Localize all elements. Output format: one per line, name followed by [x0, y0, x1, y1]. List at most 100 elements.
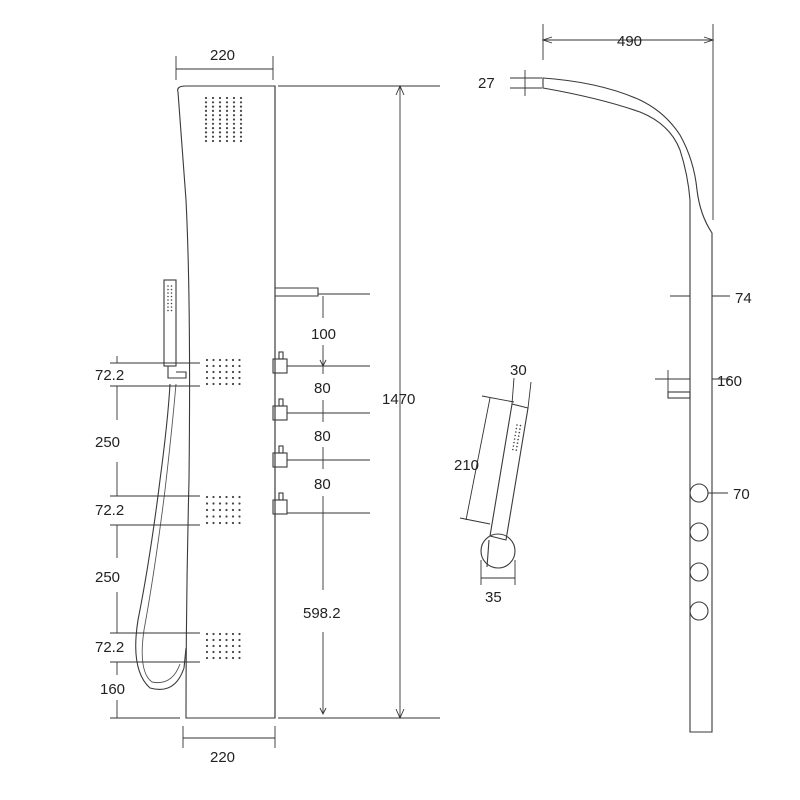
dim-top-width: 220	[175, 47, 274, 80]
hand-shower-nozzle	[167, 292, 169, 294]
body-jet-top-nozzle	[231, 358, 235, 362]
rain-head-nozzle	[218, 127, 222, 130]
rain-head-nozzle	[211, 122, 215, 125]
side-holder-bracket	[667, 391, 691, 399]
rain-head-nozzle	[204, 118, 208, 121]
rain-head-nozzle	[204, 109, 208, 112]
body-jet-bottom-nozzle	[225, 632, 228, 636]
rain-head-nozzle	[225, 101, 229, 104]
dim-controls: 100 80 80 80 598.2	[287, 293, 370, 716]
dim-holder-projection: 160	[655, 370, 742, 399]
body-jet-middle-nozzle	[218, 521, 222, 525]
rain-head-nozzle	[239, 122, 243, 125]
rain-head-nozzle	[218, 101, 222, 104]
body-jet-top-nozzle	[238, 370, 241, 374]
rain-head-nozzle	[204, 122, 208, 125]
rain-head-nozzle	[211, 96, 215, 100]
dim-handset-height-label: 210	[454, 457, 479, 474]
hand-shower-nozzle	[167, 309, 169, 312]
body-jet-top-nozzle	[212, 376, 215, 380]
handset-base-circle	[480, 533, 516, 569]
dim-handset-width-label: 30	[510, 362, 527, 379]
body-jet-top-nozzle	[225, 364, 228, 368]
body-jet-bottom-nozzle	[212, 638, 215, 642]
body-jet-bottom-nozzle	[205, 638, 209, 642]
handset-nozzle	[515, 431, 517, 433]
handset-nozzle	[514, 434, 516, 437]
body-jet-bottom-nozzle	[225, 638, 228, 642]
hand-shower-nozzle	[170, 309, 173, 312]
hand-shower-nozzle	[167, 302, 169, 305]
body-jet-bottom-nozzle	[238, 650, 241, 654]
side-panel-outline	[542, 77, 713, 733]
body-jet-bottom-nozzle	[231, 638, 235, 642]
dim-handset-width: 30	[510, 362, 532, 409]
rain-head-nozzle	[239, 105, 243, 108]
body-jet-top-nozzle	[225, 376, 228, 380]
dim-jet-diameter-label: 70	[733, 486, 750, 503]
rain-head-nozzle	[225, 114, 229, 117]
handset-nozzle	[515, 449, 518, 451]
rain-head-nozzle	[211, 135, 215, 138]
rain-head-nozzle	[218, 96, 222, 100]
rain-head-nozzle	[239, 101, 243, 104]
control-knob-2-cap	[278, 398, 284, 407]
rain-head-nozzle	[225, 139, 229, 143]
front-view: 220 220 1470 100	[95, 47, 440, 766]
body-jet-middle-nozzle	[205, 502, 209, 505]
body-jet-top-nozzle	[212, 382, 215, 386]
body-jet-bottom-nozzle	[231, 656, 235, 660]
side-jet-3	[689, 562, 709, 582]
rain-head-nozzle	[218, 118, 222, 121]
rain-head-nozzle	[225, 131, 229, 134]
body-jet-top-nozzle	[238, 376, 241, 380]
handset-nozzle	[516, 445, 518, 448]
handset-nozzle	[518, 431, 521, 434]
hand-shower-detail: 210 30 35	[454, 362, 532, 606]
body-jet-bottom-nozzle	[225, 650, 228, 654]
rain-head-nozzle	[225, 122, 229, 125]
body-jet-bottom-nozzle	[238, 632, 241, 636]
handset-nozzle	[516, 424, 518, 426]
handset-nozzles	[512, 424, 522, 451]
rain-head-nozzle	[225, 105, 229, 108]
body-jet-middle-nozzle	[231, 495, 235, 499]
body-jet-top-nozzle	[205, 370, 209, 374]
rain-head-nozzle	[232, 122, 236, 125]
dim-spout-depth-label: 490	[617, 33, 642, 50]
body-jet-bottom-nozzle	[238, 644, 241, 648]
rain-head-nozzle	[232, 109, 236, 112]
body-jet-middle-nozzle	[218, 515, 222, 518]
dim-control-gap-1-label: 80	[314, 380, 331, 397]
rain-head-nozzle	[204, 96, 208, 100]
rain-head-nozzle	[211, 101, 215, 104]
control-knob-1-cap	[278, 351, 284, 360]
side-jet-1	[689, 483, 709, 503]
rain-head-nozzle	[232, 131, 236, 134]
rain-head-nozzle	[204, 114, 208, 117]
dim-body-jet-gap-2-label: 250	[95, 569, 120, 586]
rain-head-nozzle	[239, 139, 243, 143]
body-jet-middle-nozzle	[225, 495, 228, 499]
handset-nozzle	[516, 442, 519, 444]
body-jet-bottom-nozzle	[238, 656, 241, 660]
dim-control-gap-2-label: 80	[314, 428, 331, 445]
rain-head-nozzle	[218, 135, 222, 138]
hand-shower-nozzle	[170, 302, 173, 305]
body-jet-middle-nozzle	[225, 508, 228, 512]
rain-head-nozzle	[218, 131, 222, 134]
body-jet-middle-nozzle	[218, 508, 222, 512]
body-jet-bottom-nozzle	[205, 644, 209, 648]
body-jet-bottom-nozzle	[205, 656, 209, 660]
handset-nozzle	[513, 441, 515, 444]
body-jet-bottom-nozzle	[218, 632, 222, 636]
rain-head-nozzle	[225, 109, 229, 112]
rain-head-nozzle	[232, 139, 236, 143]
handset-nozzle	[519, 428, 521, 430]
body-jet-middle-nozzle	[205, 515, 209, 518]
body-jet-top-nozzle	[231, 382, 235, 386]
rain-head-nozzle	[211, 127, 215, 130]
body-jet-bottom-nozzle	[231, 644, 235, 648]
body-jet-middle-nozzle	[218, 495, 222, 499]
rain-head-nozzle	[218, 122, 222, 125]
